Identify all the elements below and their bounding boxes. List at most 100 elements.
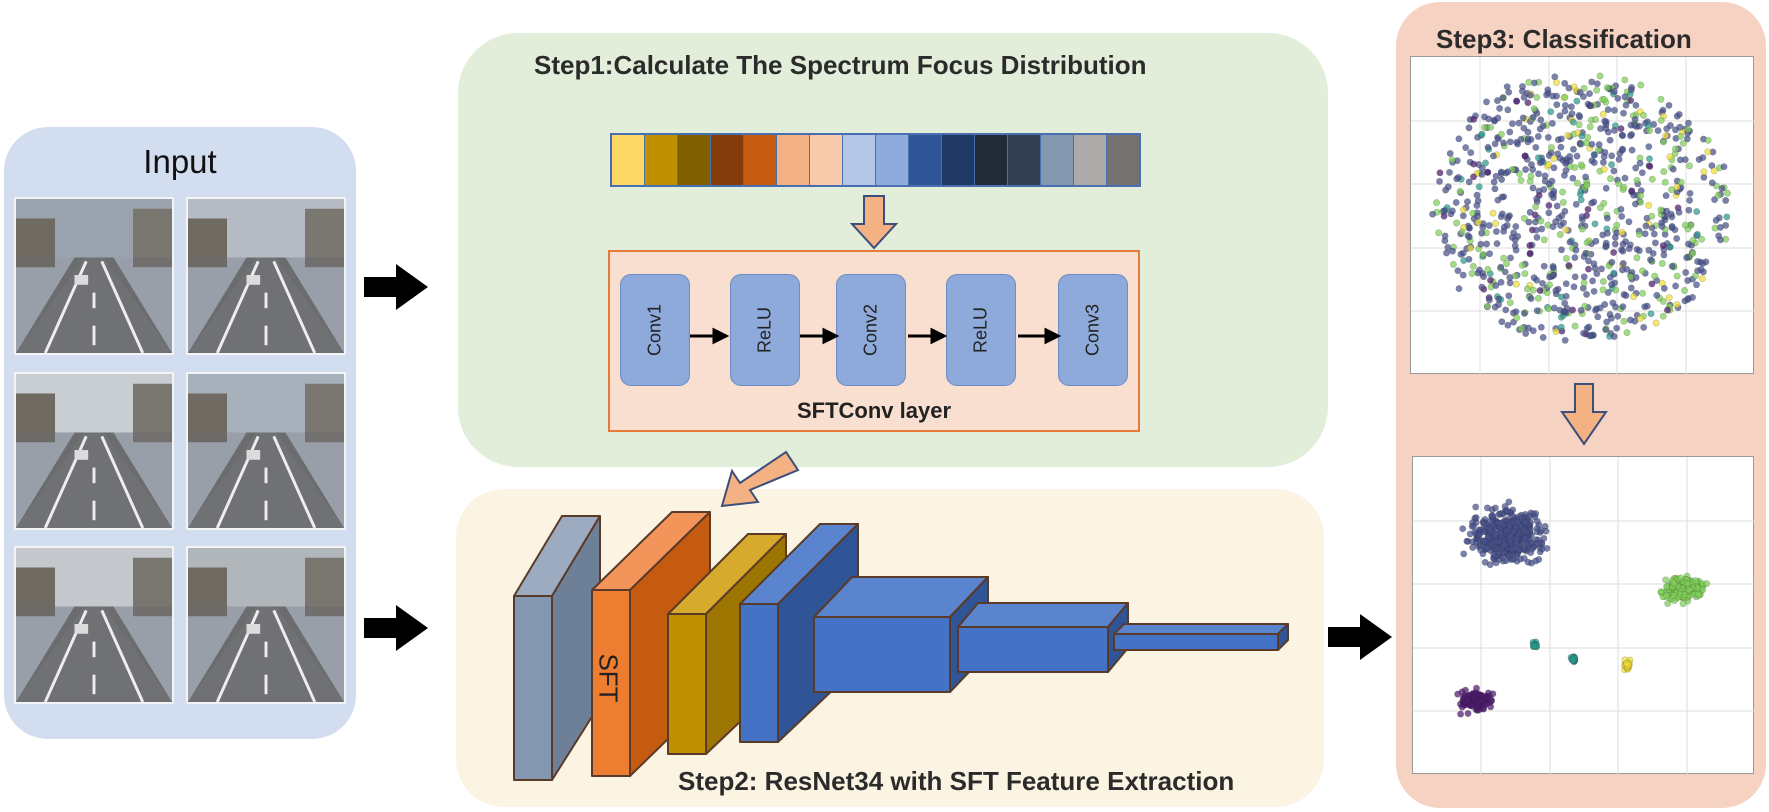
scatter-point <box>1561 93 1569 101</box>
scatter-point <box>1506 274 1514 282</box>
scatter-point <box>1541 177 1549 185</box>
scatter-point <box>1444 183 1452 191</box>
scatter-point <box>1463 537 1471 545</box>
scatter-point <box>1607 314 1615 322</box>
scatter-point <box>1520 554 1528 562</box>
scatter-point <box>1697 266 1705 274</box>
scatter-point <box>1619 303 1627 311</box>
scatter-point <box>1611 233 1619 241</box>
scatter-point <box>1568 110 1576 118</box>
scatter-point <box>1550 155 1558 163</box>
scatter-point <box>1522 329 1530 337</box>
scatter-point <box>1561 207 1569 215</box>
scatter-point <box>1536 287 1544 295</box>
scatter-point <box>1489 209 1497 217</box>
scatter-point <box>1569 174 1577 182</box>
scatter-point <box>1604 289 1612 297</box>
scatter-point <box>1465 224 1473 232</box>
scatter-point <box>1583 182 1591 190</box>
scatter-point <box>1491 140 1499 148</box>
scatter-point <box>1619 260 1627 268</box>
scatter-point <box>1685 162 1693 170</box>
spectrum-swatch <box>678 135 711 185</box>
scatter-point <box>1580 279 1588 287</box>
scatter-point <box>1557 323 1565 331</box>
scatter-point <box>1663 591 1671 599</box>
scatter-point <box>1657 206 1665 214</box>
scatter-point <box>1613 324 1621 332</box>
scatter-point <box>1625 218 1633 226</box>
scatter-point <box>1491 504 1499 512</box>
scatter-point <box>1659 242 1667 250</box>
scatter-point <box>1648 212 1656 220</box>
scatter-point <box>1578 213 1586 221</box>
scatter-point <box>1572 246 1580 254</box>
scatter-point <box>1457 710 1465 718</box>
scatter-point <box>1651 239 1659 247</box>
scatter-point <box>1640 111 1648 119</box>
scatter-point <box>1694 584 1702 592</box>
scatter-point <box>1522 519 1530 527</box>
spectrum-swatch <box>1074 135 1107 185</box>
tsne-scatter-before <box>1411 57 1755 375</box>
scatter-point <box>1607 175 1615 183</box>
scatter-point <box>1549 264 1557 272</box>
scatter-point <box>1546 281 1554 289</box>
scatter-point <box>1689 249 1697 257</box>
scatter-point <box>1659 297 1667 305</box>
scatter-point <box>1436 169 1444 177</box>
scatter-point <box>1666 243 1674 251</box>
step2-title: Step2: ResNet34 with SFT Feature Extract… <box>678 766 1234 796</box>
scatter-point <box>1472 503 1480 511</box>
scatter-point <box>1444 243 1452 251</box>
scatter-point <box>1522 166 1530 174</box>
scatter-point <box>1632 101 1640 109</box>
scatter-point <box>1571 273 1579 281</box>
scatter-point <box>1534 154 1542 162</box>
scatter-point <box>1471 528 1479 536</box>
scatter-point <box>1521 534 1529 542</box>
scatter-point <box>1646 155 1654 163</box>
scatter-point <box>1533 195 1541 203</box>
scatter-point <box>1560 171 1568 179</box>
scatter-point <box>1460 550 1468 558</box>
scatter-point <box>1665 101 1673 109</box>
scatter-point <box>1685 586 1693 594</box>
scatter-point <box>1571 254 1579 262</box>
scatter-point <box>1657 116 1665 124</box>
scatter-point <box>1698 275 1706 283</box>
scatter-point <box>1491 538 1499 546</box>
scatter-point <box>1648 280 1656 288</box>
scatter-point <box>1657 95 1665 103</box>
input-to-step1-arrow <box>364 264 428 310</box>
scatter-point <box>1475 183 1483 191</box>
scatter-point <box>1524 128 1532 136</box>
scatter-point <box>1458 228 1466 236</box>
scatter-point <box>1614 94 1622 102</box>
scatter-point <box>1650 230 1658 238</box>
scatter-point <box>1504 215 1512 223</box>
scatter-point <box>1537 527 1545 535</box>
scatter-point <box>1716 236 1724 244</box>
spectrum-swatch <box>909 135 942 185</box>
scatter-point <box>1647 310 1655 318</box>
scatter-point <box>1622 101 1630 109</box>
scatter-point <box>1474 218 1482 226</box>
scatter-point <box>1496 104 1504 112</box>
scatter-point <box>1520 93 1528 101</box>
scatter-point <box>1588 140 1596 148</box>
scatter-point <box>1603 318 1611 326</box>
scatter-point <box>1504 168 1512 176</box>
scatter-point <box>1536 125 1544 133</box>
scatter-point <box>1684 119 1692 127</box>
scatter-point <box>1492 172 1500 180</box>
layer-connection-arrows <box>690 327 1062 345</box>
scatter-point <box>1596 72 1604 80</box>
scatter-point <box>1577 306 1585 314</box>
scatter-point <box>1500 223 1508 231</box>
scatter-point <box>1555 214 1563 222</box>
scatter-point <box>1662 576 1670 584</box>
scatter-point <box>1646 127 1654 135</box>
scatter-point <box>1676 123 1684 131</box>
scatter-point <box>1478 170 1486 178</box>
